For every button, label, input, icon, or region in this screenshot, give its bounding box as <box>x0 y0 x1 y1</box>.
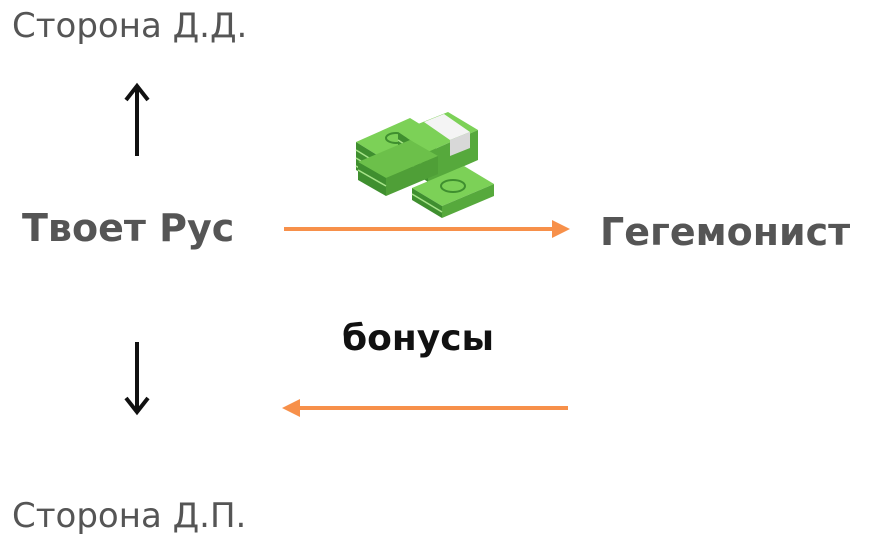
bonus-flow-arrow <box>282 399 568 417</box>
top-party-label: Сторона Д.Д. <box>12 6 248 46</box>
payment-flow-arrow <box>284 220 570 238</box>
down-arrow-icon <box>124 342 150 416</box>
bonus-flow-label: бонусы <box>342 318 495 359</box>
bottom-party-label: Сторона Д.П. <box>12 496 247 536</box>
money-stack-icon <box>355 112 494 218</box>
target-node-label: Гегемонист <box>600 210 851 254</box>
source-node-label: Твоет Рус <box>22 206 235 250</box>
up-arrow-icon <box>124 82 150 156</box>
